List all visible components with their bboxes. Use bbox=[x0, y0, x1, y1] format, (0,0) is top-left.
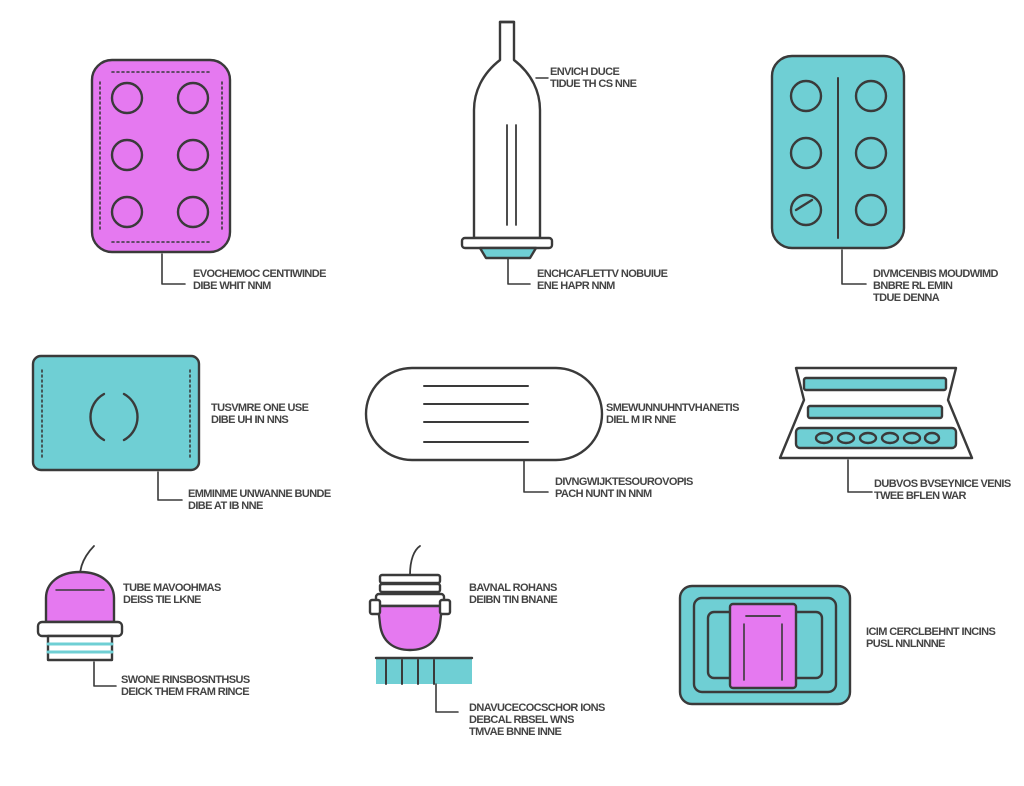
label-line: TUBE MAVOOHMAS bbox=[123, 582, 221, 594]
teal-framed-patch bbox=[678, 584, 852, 706]
white-capsule-pad-label: DIVNGWIJKTESOUROVOPIS PACH NUNT IN NNM bbox=[555, 476, 693, 500]
label-line: DUBVOS BVSEYNICE VENIS bbox=[874, 478, 1011, 490]
keyboard-tray bbox=[778, 366, 974, 493]
label-line: EMMINME UNWANNE BUNDE bbox=[188, 488, 331, 500]
purple-blister-pack bbox=[90, 58, 232, 285]
keyboard-tray-label: DUBVOS BVSEYNICE VENIS TWEE BFLEN WAR bbox=[874, 478, 1011, 502]
label-line: ICIM CERCLBEHNT INCINS bbox=[866, 626, 996, 638]
label-line: DIVNGWIJKTESOUROVOPIS bbox=[555, 476, 693, 488]
label-line: DEBCAL RBSEL WNS bbox=[469, 714, 574, 726]
teal-framed-patch-label: ICIM CERCLBEHNT INCINS PUSL NNLNNNE bbox=[866, 626, 996, 650]
teal-blister-pack bbox=[770, 54, 906, 285]
purple-blister-pack-label: EVOCHEMOC CENTIWINDE DIBE WHIT NNM bbox=[193, 268, 326, 292]
purple-dome-cap-top-label: TUBE MAVOOHMAS DEISS TIE LKNE bbox=[123, 582, 221, 606]
label-line: TDUE DENNA bbox=[873, 292, 940, 304]
purple-jar-device-top-label: BAVNAL ROHANS DEIBN TIN BNANE bbox=[469, 582, 558, 606]
label-line: ENCHCAFLETTV NOBUIUE bbox=[537, 268, 668, 280]
label-line: DIBE AT IB NNE bbox=[188, 500, 263, 512]
label-line: DEICK THEM FRAM RINCE bbox=[121, 686, 250, 698]
purple-jar-device-label: DNAVUCECOCSCHOR IONS DEBCAL RBSEL WNS TM… bbox=[469, 702, 605, 738]
purple-jar-device bbox=[368, 545, 474, 713]
teal-blister-pack-label: DIVMCENBIS MOUDWIMD BNBRE RL EMIN TDUE D… bbox=[873, 268, 998, 304]
label-line: DEISS TIE LKNE bbox=[123, 594, 201, 606]
label-line: DIBE WHIT NNM bbox=[193, 280, 271, 292]
label-line: EVOCHEMOC CENTIWINDE bbox=[193, 268, 326, 280]
label-line: TIDUE TH CS NNE bbox=[550, 78, 637, 90]
white-capsule-pad bbox=[364, 366, 604, 493]
label-line: TUSVMRE ONE USE bbox=[211, 402, 309, 414]
white-tall-vial-label: ENCHCAFLETTV NOBUIUE ENE HAPR NNM bbox=[537, 268, 668, 292]
teal-square-panel bbox=[31, 354, 201, 501]
label-line: BNBRE RL EMIN bbox=[873, 280, 953, 292]
teal-square-panel-top-label: TUSVMRE ONE USE DIBE UH IN NNS bbox=[211, 402, 309, 426]
label-line: DEIBN TIN BNANE bbox=[469, 594, 558, 606]
label-line: DIVMCENBIS MOUDWIMD bbox=[873, 268, 998, 280]
white-tall-vial-top-label: ENVICH DUCE TIDUE TH CS NNE bbox=[550, 66, 637, 90]
label-line: DIEL M IR NNE bbox=[606, 414, 676, 426]
purple-dome-cap bbox=[36, 545, 124, 687]
purple-dome-cap-label: SWONE RINSBOSNTHSUS DEICK THEM FRAM RINC… bbox=[121, 674, 250, 698]
teal-square-panel-label: EMMINME UNWANNE BUNDE DIBE AT IB NNE bbox=[188, 488, 331, 512]
label-line: PACH NUNT IN NNM bbox=[555, 488, 652, 500]
label-line: TWEE BFLEN WAR bbox=[874, 490, 966, 502]
label-line: SMEWUNNUHNTVHANETIS bbox=[606, 402, 739, 414]
label-line: TMVAE BNNE INNE bbox=[469, 726, 562, 738]
label-line: DIBE UH IN NNS bbox=[211, 414, 289, 426]
label-line: ENVICH DUCE bbox=[550, 66, 620, 78]
white-tall-vial bbox=[460, 20, 554, 285]
label-line: SWONE RINSBOSNTHSUS bbox=[121, 674, 250, 686]
label-line: DNAVUCECOCSCHOR IONS bbox=[469, 702, 605, 714]
white-capsule-pad-top-label: SMEWUNNUHNTVHANETIS DIEL M IR NNE bbox=[606, 402, 739, 426]
label-line: PUSL NNLNNNE bbox=[866, 638, 945, 650]
label-line: ENE HAPR NNM bbox=[537, 280, 615, 292]
label-line: BAVNAL ROHANS bbox=[469, 582, 557, 594]
